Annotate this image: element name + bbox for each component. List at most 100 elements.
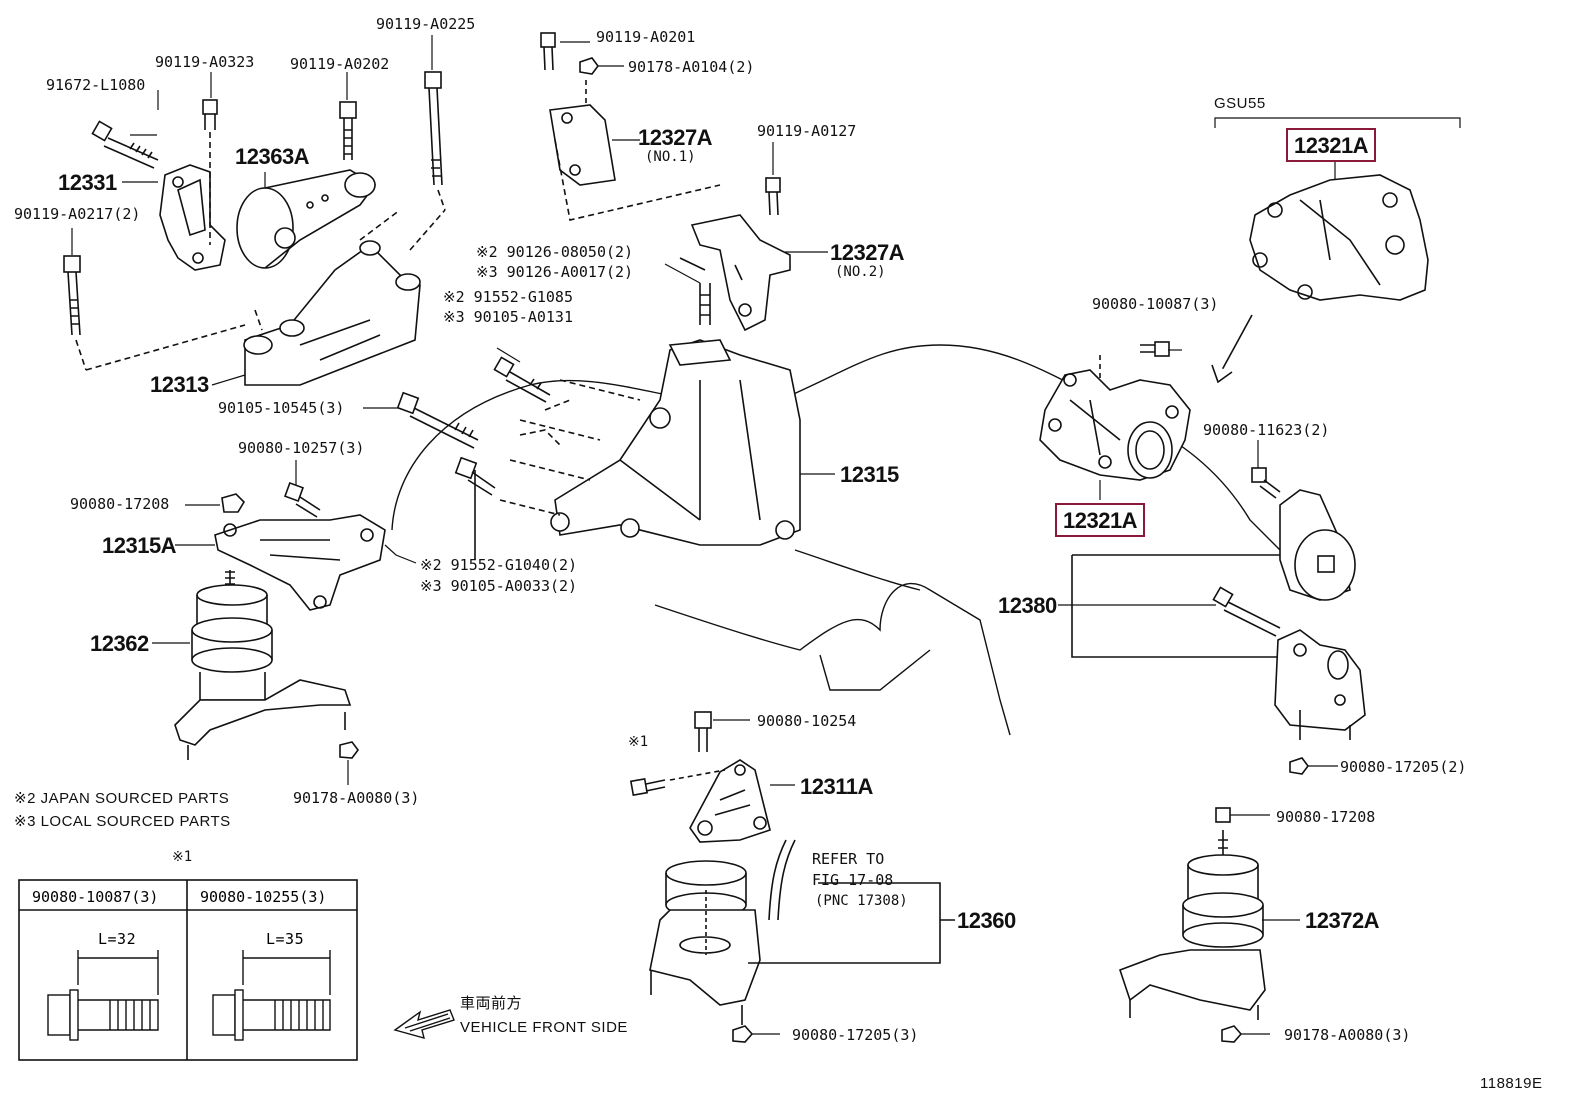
mount-12363A bbox=[236, 169, 377, 269]
bracket-12321A-mid bbox=[1039, 355, 1191, 481]
label-12315: 12315 bbox=[840, 462, 899, 487]
figure-id: 118819E bbox=[1480, 1075, 1543, 1092]
table-length-2: L=35 bbox=[266, 930, 305, 948]
bracket-12311A bbox=[689, 759, 771, 843]
mount-12360 bbox=[649, 860, 761, 1025]
label-90080-11623: 90080-11623(2) bbox=[1203, 421, 1330, 439]
bracket-12315 bbox=[499, 339, 801, 546]
hose-17308 bbox=[768, 839, 796, 921]
label-90080-17208-right: 90080-17208 bbox=[1276, 808, 1376, 826]
label-12327A-no2: 12327A bbox=[830, 240, 905, 265]
bolt-90080-10254 bbox=[694, 711, 712, 752]
label-variant: GSU55 bbox=[1214, 95, 1266, 112]
front-label-jp: 車両前方 bbox=[460, 995, 523, 1012]
bolt-12380 bbox=[1212, 586, 1281, 637]
bolt-table bbox=[18, 879, 358, 1061]
mount-12372A bbox=[1118, 807, 1266, 1020]
label-pnc: (PNC 17308) bbox=[815, 893, 908, 909]
label-90119-A0202: 90119-A0202 bbox=[290, 55, 390, 73]
bolt-91672-L1080 bbox=[91, 120, 159, 169]
bolt-90119-A0202 bbox=[339, 101, 357, 160]
label-no1: (NO.1) bbox=[645, 149, 696, 165]
bracket-12327A-no2 bbox=[690, 214, 791, 332]
bolt-90119-A0127 bbox=[765, 177, 781, 216]
label-12360: 12360 bbox=[957, 908, 1016, 933]
label-90119-A0323: 90119-A0323 bbox=[155, 53, 255, 71]
label-90119-A0201: 90119-A0201 bbox=[596, 28, 696, 46]
label-12311A: 12311A bbox=[800, 774, 873, 799]
bolt-91552-G1040 bbox=[454, 456, 496, 560]
table-length-1: L=32 bbox=[98, 930, 137, 948]
label-12362: 12362 bbox=[90, 631, 149, 656]
label-90105-A0131: ※3 90105-A0131 bbox=[443, 308, 573, 326]
label-90119-A0217: 90119-A0217(2) bbox=[14, 205, 141, 223]
nut-90080-17205-right bbox=[1289, 757, 1309, 775]
leader-lines bbox=[71, 35, 1338, 1035]
note-japan-sourced: ※2 JAPAN SOURCED PARTS bbox=[14, 790, 230, 807]
front-label-en: VEHICLE FRONT SIDE bbox=[460, 1019, 628, 1036]
label-no2: (NO.2) bbox=[835, 264, 886, 280]
label-90080-10254: 90080-10254 bbox=[757, 712, 857, 730]
label-12327A-no1: 12327A bbox=[638, 125, 713, 150]
label-90119-A0127: 90119-A0127 bbox=[757, 122, 857, 140]
label-90080-10257: 90080-10257(3) bbox=[238, 439, 365, 457]
nut-90178-A0080-left bbox=[339, 741, 359, 759]
nut-90178-A0080-bottom bbox=[1221, 1025, 1243, 1043]
label-90105-A0033: ※3 90105-A0033(2) bbox=[420, 577, 578, 595]
label-12372A: 12372A bbox=[1305, 908, 1380, 933]
bracket-12313 bbox=[85, 209, 446, 386]
label-90178-A0080-bottom: 90178-A0080(3) bbox=[1284, 1026, 1411, 1044]
bolt-90080-10257 bbox=[284, 482, 321, 518]
nut-90178-A0104 bbox=[579, 57, 599, 105]
bracket-12327A-no1 bbox=[549, 104, 721, 221]
stud-90126 bbox=[679, 257, 711, 325]
note-local-sourced: ※3 LOCAL SOURCED PARTS bbox=[14, 813, 231, 830]
label-90178-A0104: 90178-A0104(2) bbox=[628, 58, 755, 76]
bracket-12315A bbox=[214, 514, 386, 611]
label-fig: FIG 17-08 bbox=[812, 871, 894, 889]
table-header-1: 90080-10087(3) bbox=[32, 888, 159, 906]
label-12321A-mid[interactable]: 12321A bbox=[1055, 503, 1146, 537]
table-mark: ※1 bbox=[172, 849, 193, 865]
label-90080-10087: 90080-10087(3) bbox=[1092, 295, 1219, 313]
label-91672-L1080: 91672-L1080 bbox=[46, 76, 146, 94]
label-12363A: 12363A bbox=[235, 144, 310, 169]
label-90178-A0080-left: 90178-A0080(3) bbox=[293, 789, 420, 807]
label-x1: ※1 bbox=[628, 734, 649, 750]
label-90080-17208-left: 90080-17208 bbox=[70, 495, 170, 513]
label-90105-10545: 90105-10545(3) bbox=[218, 399, 345, 417]
label-12321A-top[interactable]: 12321A bbox=[1286, 128, 1377, 162]
label-12313: 12313 bbox=[150, 372, 209, 397]
bolt-90080-10087 bbox=[1140, 341, 1170, 357]
bolt-90119-A0323 bbox=[202, 99, 218, 245]
variant-bracket-line bbox=[1214, 117, 1461, 128]
bracket-12321A-top bbox=[1249, 174, 1429, 301]
table-header-2: 90080-10255(3) bbox=[200, 888, 327, 906]
bolt-90105-10545 bbox=[396, 391, 479, 449]
bolt-91552-G1085 bbox=[493, 356, 551, 403]
label-90126-A0017: ※3 90126-A0017(2) bbox=[476, 263, 634, 281]
mount-12380 bbox=[1071, 489, 1366, 740]
bolt-drawing-L35 bbox=[212, 950, 331, 1041]
direction-arrow bbox=[1211, 314, 1253, 384]
bolt-drawing-L32 bbox=[47, 950, 159, 1041]
front-arrow-icon bbox=[393, 1009, 455, 1039]
label-12380: 12380 bbox=[998, 593, 1057, 618]
label-91552-G1040: ※2 91552-G1040(2) bbox=[420, 556, 578, 574]
label-12331: 12331 bbox=[58, 170, 117, 195]
bolt-90080-11623 bbox=[1251, 467, 1281, 499]
label-90080-17205-right: 90080-17205(2) bbox=[1340, 758, 1467, 776]
label-refer-to: REFER TO bbox=[812, 850, 885, 868]
bolt-90119-A0201 bbox=[540, 32, 556, 71]
label-91552-G1085: ※2 91552-G1085 bbox=[443, 288, 573, 306]
label-90080-17205-bottom: 90080-17205(3) bbox=[792, 1026, 919, 1044]
bracket-12331 bbox=[159, 164, 226, 271]
nut-90080-17205-bottom bbox=[732, 1025, 754, 1043]
bolt-90119-A0225 bbox=[424, 71, 446, 211]
nut-90080-17208-left bbox=[221, 493, 246, 513]
label-90119-A0225: 90119-A0225 bbox=[376, 15, 476, 33]
label-90126-08050: ※2 90126-08050(2) bbox=[476, 243, 634, 261]
bolt-90119-A0217 bbox=[63, 255, 87, 371]
